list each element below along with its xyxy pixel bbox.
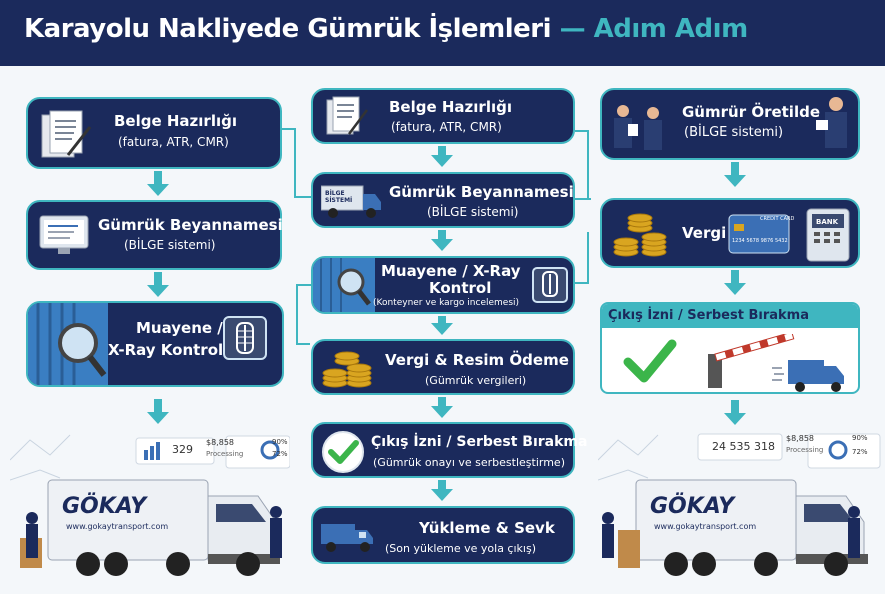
center-step-cikis-sub: (Gümrük onayı ve serbestleştirme) — [373, 456, 565, 469]
center-step-vergi-title: Vergi & Resim Ödeme — [385, 351, 569, 369]
delivery-truck-icon — [321, 524, 373, 552]
left-step-belge-sub: (fatura, ATR, CMR) — [118, 135, 229, 149]
left-step-muayene: Muayene / X-Ray Kontrol — [26, 301, 284, 387]
left-truck-illustration — [20, 479, 282, 576]
left-dash-value: 329 — [172, 443, 193, 456]
center-step-beyanname-sub: (BİLGE sistemi) — [427, 205, 519, 219]
connector-center-right-top2 — [575, 198, 591, 200]
title-dash: — — [551, 14, 594, 44]
connector-center-right-top — [575, 130, 589, 200]
officers-icon — [614, 100, 662, 150]
left-truck-site: www.gokaytransport.com — [66, 522, 169, 531]
center-step-belge-title: Belge Hazırlığı — [389, 98, 512, 116]
center-step-yukleme: Yükleme & Sevk (Son yükleme ve yola çıkı… — [311, 506, 575, 564]
left-dashboard-graphic — [10, 434, 290, 481]
center-step-vergi-sub: (Gümrük vergileri) — [425, 374, 527, 387]
right-truck-site: www.gokaytransport.com — [654, 522, 757, 531]
header-bar: Karayolu Nakliyede Gümrük İşlemleri — Ad… — [0, 0, 885, 66]
connector-left-center-top2 — [294, 196, 311, 198]
right-step-gumruk-title: Gümrür Öretilde — [682, 103, 821, 121]
documents-icon — [326, 96, 368, 135]
credit-card-icon — [728, 214, 790, 254]
center-step-beyanname: BİLGE SİSTEMİ Gümrük Beyannamesi (BİLGE … — [311, 172, 575, 228]
credit-card-label: CREDIT CARD — [760, 216, 795, 222]
right-step-cikis-title: Çıkış İzni / Serbest Bırakma — [608, 308, 809, 323]
xray-icon — [532, 267, 568, 303]
container-icon — [28, 303, 108, 385]
credit-card-number: 1234 5678 9876 5432 — [732, 238, 788, 244]
barrier-icon — [708, 334, 795, 388]
left-dash-pct2: 72% — [272, 450, 288, 458]
right-dash-value: 24 535 318 — [712, 440, 775, 453]
right-step-cikis-banner — [602, 304, 858, 328]
checkmark-icon — [623, 339, 677, 383]
right-truck-brand: GÖKAY — [650, 494, 735, 519]
center-step-cikis-title: Çıkış İzni / Serbest Bırakma — [371, 434, 588, 450]
center-step-beyanname-title: Gümrük Beyannamesi — [389, 183, 574, 201]
right-dash-pct2: 72% — [852, 448, 868, 456]
bilge-truck-icon — [321, 185, 381, 218]
left-dash-caption: Processing — [206, 450, 244, 458]
left-step-beyanname-title: Gümrük Beyannamesi — [98, 216, 283, 234]
xray-icon — [223, 316, 267, 360]
title-main: Karayolu Nakliyede Gümrük İşlemleri — [24, 14, 552, 44]
center-step-belge-sub: (fatura, ATR, CMR) — [391, 120, 502, 134]
right-step-vergi-title: Vergi — [682, 224, 727, 242]
left-step-muayene-title: Muayene / — [136, 319, 223, 337]
center-step-muayene-sub: (Konteyner ve kargo incelemesi) — [373, 298, 520, 308]
center-bilge-label: BİLGE SİSTEMİ — [325, 190, 353, 204]
center-step-belge: Belge Hazırlığı (fatura, ATR, CMR) — [311, 88, 575, 144]
coins-icon — [322, 351, 372, 388]
container-icon — [313, 258, 375, 312]
right-dash-caption: Processing — [786, 446, 824, 454]
connector-center-right-mid — [575, 232, 589, 284]
atm-label: BANK — [816, 218, 839, 226]
title-accent: Adım Adım — [593, 14, 749, 44]
checkmark-icon — [322, 431, 364, 473]
center-step-yukleme-sub: (Son yükleme ve yola çıkış) — [385, 542, 536, 555]
center-step-vergi: Vergi & Resim Ödeme (Gümrük vergileri) — [311, 339, 575, 395]
center-step-muayene: Muayene / X-Ray Kontrol (Konteyner ve ka… — [311, 256, 575, 314]
coins-icon — [613, 213, 667, 257]
right-dash-pct1: 90% — [852, 434, 868, 442]
left-step-belge: Belge Hazırlığı (fatura, ATR, CMR) — [26, 97, 282, 169]
center-step-cikis: Çıkış İzni / Serbest Bırakma (Gümrük ona… — [311, 422, 587, 478]
connector-left-center-top — [282, 128, 296, 198]
right-step-vergi: Vergi CREDIT CARD 1234 5678 9876 5432 BA… — [600, 198, 860, 268]
officer-icon — [816, 92, 847, 148]
right-dash-money: $8,858 — [786, 434, 814, 443]
left-step-beyanname-sub: (BİLGE sistemi) — [124, 238, 216, 252]
center-step-muayene-title2: Kontrol — [429, 279, 492, 297]
left-step-belge-title: Belge Hazırlığı — [114, 112, 237, 130]
left-step-beyanname: Gümrük Beyannamesi (BİLGE sistemi) — [26, 200, 283, 270]
right-step-gumruk-sub: (BİLGE sistemi) — [684, 125, 784, 140]
documents-icon — [41, 110, 92, 158]
connector-left-center-mid2 — [296, 284, 311, 286]
center-step-yukleme-title: Yükleme & Sevk — [419, 519, 555, 537]
right-step-cikis: Çıkış İzni / Serbest Bırakma — [600, 302, 860, 394]
right-dashboard-graphic — [598, 433, 881, 481]
left-step-muayene-title2: X-Ray Kontrol — [108, 341, 224, 359]
atm-icon — [806, 208, 850, 262]
left-dash-money: $8,858 — [206, 438, 234, 447]
center-step-muayene-title: Muayene / X-Ray — [381, 262, 521, 280]
right-truck-illustration — [602, 479, 868, 576]
monitor-icon — [39, 215, 89, 254]
left-dash-pct1: 90% — [272, 438, 288, 446]
page-title: Karayolu Nakliyede Gümrük İşlemleri — Ad… — [24, 14, 748, 44]
left-truck-brand: GÖKAY — [62, 494, 147, 519]
delivery-truck-icon — [772, 360, 844, 392]
right-step-gumruk: Gümrür Öretilde (BİLGE sistemi) — [600, 88, 860, 160]
connector-left-center-mid — [296, 285, 310, 345]
